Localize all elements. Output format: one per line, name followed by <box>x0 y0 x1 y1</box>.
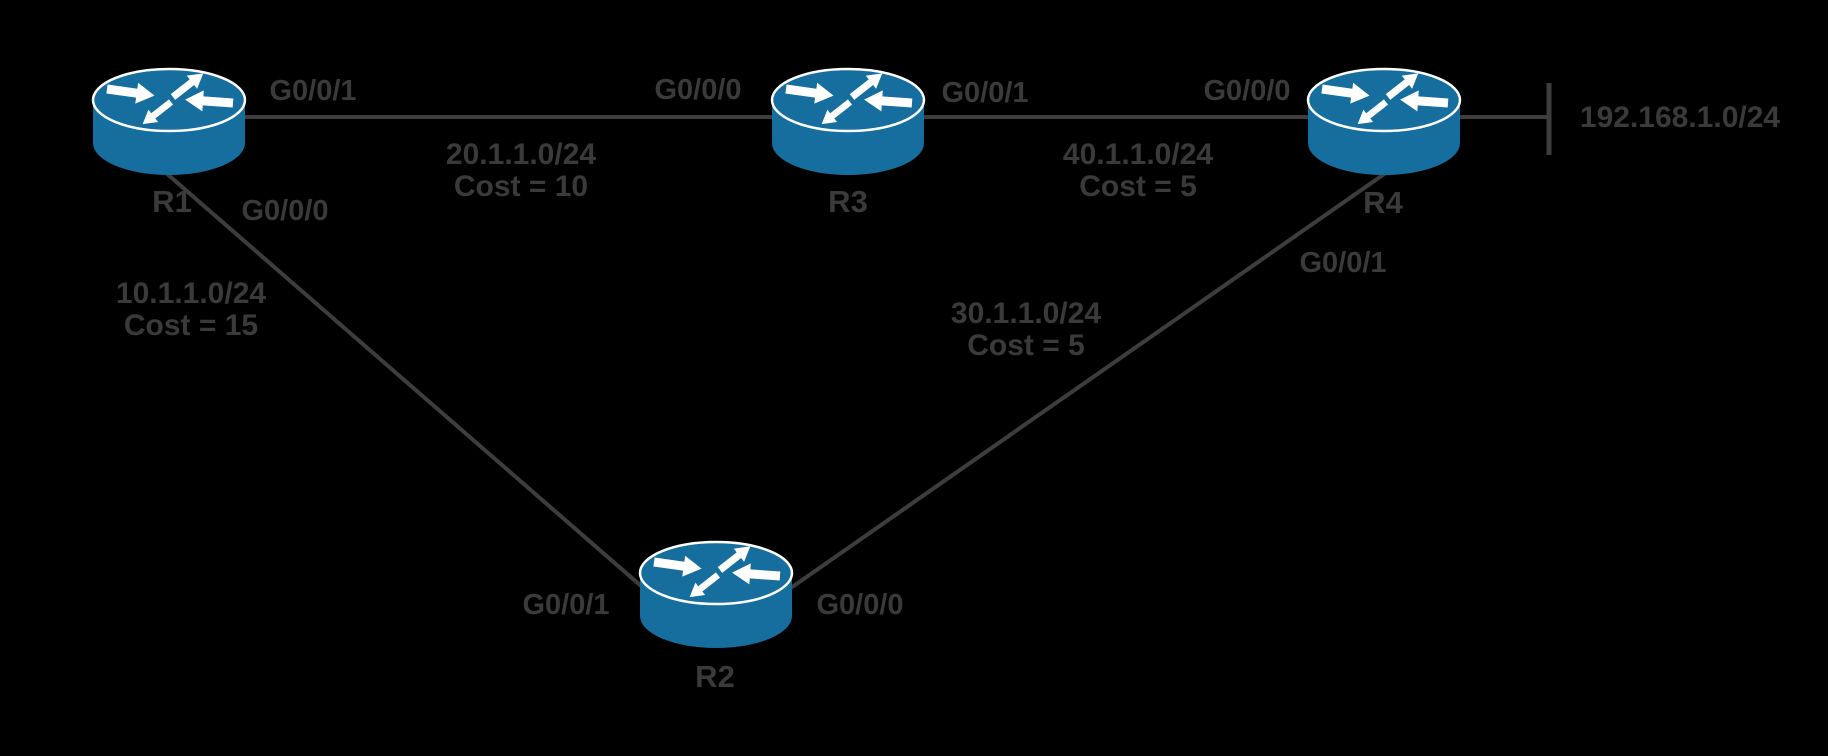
subnet-label-20-1-1-0: 20.1.1.0/24 Cost = 10 <box>446 139 596 203</box>
router-label-r1: R1 <box>152 184 192 219</box>
link-r1-r2-line <box>156 164 650 594</box>
interface-label-r3-g0-0-1: G0/0/1 <box>941 77 1029 109</box>
interface-label-r2-g0-0-1: G0/0/1 <box>522 589 610 621</box>
router-arrows-icon <box>106 73 234 125</box>
subnet-label-10-1-1-0: 10.1.1.0/24 Cost = 15 <box>116 278 266 342</box>
interface-label-r4-g0-0-0: G0/0/0 <box>1203 75 1291 107</box>
router-r4 <box>1304 64 1464 176</box>
subnet-text: 40.1.1.0/24 <box>1062 138 1214 171</box>
interface-label-r1-g0-0-0: G0/0/0 <box>241 195 329 227</box>
subnet-text: 10.1.1.0/24 <box>115 277 267 310</box>
subnet-label-30-1-1-0: 30.1.1.0/24 Cost = 5 <box>951 298 1101 362</box>
router-arrows-icon <box>653 546 781 598</box>
router-icon <box>770 67 926 175</box>
interface-label-r3-g0-0-0: G0/0/0 <box>654 74 742 106</box>
router-r1 <box>89 64 249 176</box>
link-r2-r4-line <box>783 168 1392 594</box>
router-icon <box>638 540 794 648</box>
router-label-r3: R3 <box>828 184 868 219</box>
interface-label-r2-g0-0-0: G0/0/0 <box>816 589 904 621</box>
interface-label-r1-g0-0-1: G0/0/1 <box>269 75 357 107</box>
subnet-text: 20.1.1.0/24 <box>445 138 597 171</box>
interface-label-r4-g0-0-1: G0/0/1 <box>1299 247 1387 279</box>
subnet-text: 30.1.1.0/24 <box>950 297 1102 330</box>
router-label-r2: R2 <box>695 659 735 694</box>
router-arrows-icon <box>785 73 913 125</box>
router-icon <box>91 67 247 175</box>
cost-text: Cost = 15 <box>123 309 259 342</box>
cost-text: Cost = 5 <box>967 329 1085 362</box>
cost-text: Cost = 5 <box>1079 170 1197 203</box>
lan-subnet-label: 192.168.1.0/24 <box>1579 101 1781 134</box>
router-label-r4: R4 <box>1363 185 1403 220</box>
subnet-label-40-1-1-0: 40.1.1.0/24 Cost = 5 <box>1063 139 1213 203</box>
router-arrows-icon <box>1321 73 1449 125</box>
cost-text: Cost = 10 <box>453 170 589 203</box>
router-icon <box>1306 67 1462 175</box>
router-r2 <box>636 537 796 649</box>
router-r3 <box>768 64 928 176</box>
